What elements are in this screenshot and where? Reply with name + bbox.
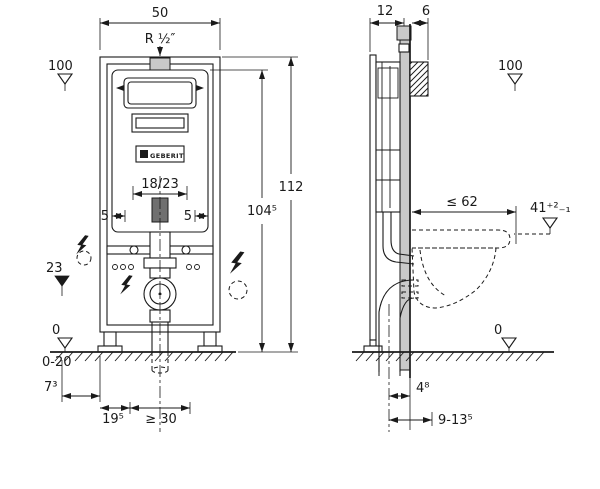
frame-leg-left — [103, 331, 117, 347]
toilet-bowl — [401, 229, 511, 309]
ground-side — [352, 351, 554, 362]
level-0-side: 0 — [494, 323, 517, 352]
fixing-holes — [112, 264, 200, 270]
level-100-side: 100 — [498, 59, 523, 91]
front-rail — [369, 54, 377, 341]
ground-hatch-pattern — [355, 351, 545, 362]
frame-leg-right — [203, 331, 217, 347]
plate-tab-right — [196, 85, 204, 91]
dim-12: 12 — [369, 4, 405, 52]
dim-5-right: 5 — [184, 209, 209, 224]
range-0-20-label: 0-20 — [42, 355, 72, 370]
flush-plate — [116, 77, 204, 109]
dim-4-8: 4⁸ — [389, 378, 429, 430]
level-label-0: 0 — [52, 323, 60, 338]
ground-front — [50, 351, 236, 362]
logo-mark-icon — [140, 150, 148, 158]
lightning-bolt-icon — [75, 234, 89, 256]
dim-104-5: 104⁵ — [210, 69, 277, 352]
level-23: 23 — [46, 261, 70, 296]
dim-112: 112 — [222, 56, 304, 353]
level-0-front: 0 — [52, 323, 73, 352]
dim-19-5: 19⁵ — [100, 402, 131, 427]
access-opening — [131, 113, 189, 133]
frame-foot-right — [197, 345, 223, 353]
dim-label-5-right: 5 — [184, 209, 192, 224]
level-triangle-filled-icon — [54, 275, 70, 287]
dim-label-5-left: 5 — [101, 209, 109, 224]
dim-9-13-5: 9-13⁵ — [389, 412, 473, 428]
dim-max-62: ≤ 62 — [412, 195, 517, 244]
connection-zone — [76, 250, 92, 266]
dim-label-41: 41⁺²₋₁ — [530, 201, 571, 216]
dim-label-6: 6 — [422, 4, 430, 19]
dim-min-30: ≥ 30 — [130, 402, 191, 427]
dim-width-50: 50 — [99, 6, 221, 50]
level-label-100: 100 — [48, 59, 73, 74]
level-label-0-side: 0 — [494, 323, 502, 338]
level-41: 41⁺²₋₁ — [514, 201, 571, 235]
geberit-logo: GEBERIT — [135, 145, 185, 163]
dim-label-112: 112 — [279, 180, 304, 195]
dim-label-12: 12 — [377, 4, 394, 19]
brand-label: GEBERIT — [150, 152, 184, 160]
dim-label-max-62: ≤ 62 — [446, 195, 478, 210]
plate-tab-left — [116, 85, 124, 91]
wall — [409, 24, 429, 378]
frame-foot-left — [97, 345, 123, 353]
dim-6: 6 — [412, 4, 430, 60]
dim-label-min-30: ≥ 30 — [145, 412, 177, 427]
dim-label-4-8: 4⁸ — [416, 381, 429, 396]
ground-hatch-pattern — [54, 351, 234, 362]
dim-5-left: 5 — [101, 209, 126, 224]
front-view: 50 R ½″ — [42, 6, 303, 432]
level-triangle-icon — [542, 217, 558, 229]
level-label-23: 23 — [46, 261, 63, 276]
level-100-front: 100 — [48, 59, 73, 91]
drain-elbow — [378, 279, 415, 378]
level-triangle-icon — [501, 337, 517, 349]
dim-label-19-5: 19⁵ — [102, 412, 124, 427]
dim-label-104-5: 104⁵ — [247, 204, 277, 219]
wall-hatch-pattern — [409, 61, 429, 97]
level-triangle-icon — [57, 337, 73, 349]
lightning-bolt-icon — [229, 250, 245, 276]
dim-label-7-3: 7³ — [44, 380, 57, 395]
dim-label-50: 50 — [152, 6, 169, 21]
flush-pipe — [382, 212, 415, 265]
cistern-side — [375, 61, 401, 213]
connection-zone — [228, 280, 248, 300]
wall-rail — [399, 29, 411, 371]
top-fitting-side — [396, 25, 412, 41]
dim-7-3: 7³ — [44, 356, 101, 402]
supply-thread-label: R ½″ — [145, 32, 176, 47]
level-triangle-icon — [507, 73, 523, 85]
dim-label-9-13-5: 9-13⁵ — [438, 413, 473, 428]
side-view: 12 6 — [352, 4, 571, 432]
level-triangle-icon — [57, 73, 73, 85]
level-label-100-side: 100 — [498, 59, 523, 74]
supply-thread: R ½″ — [145, 32, 176, 56]
mounting-rod — [401, 291, 419, 299]
